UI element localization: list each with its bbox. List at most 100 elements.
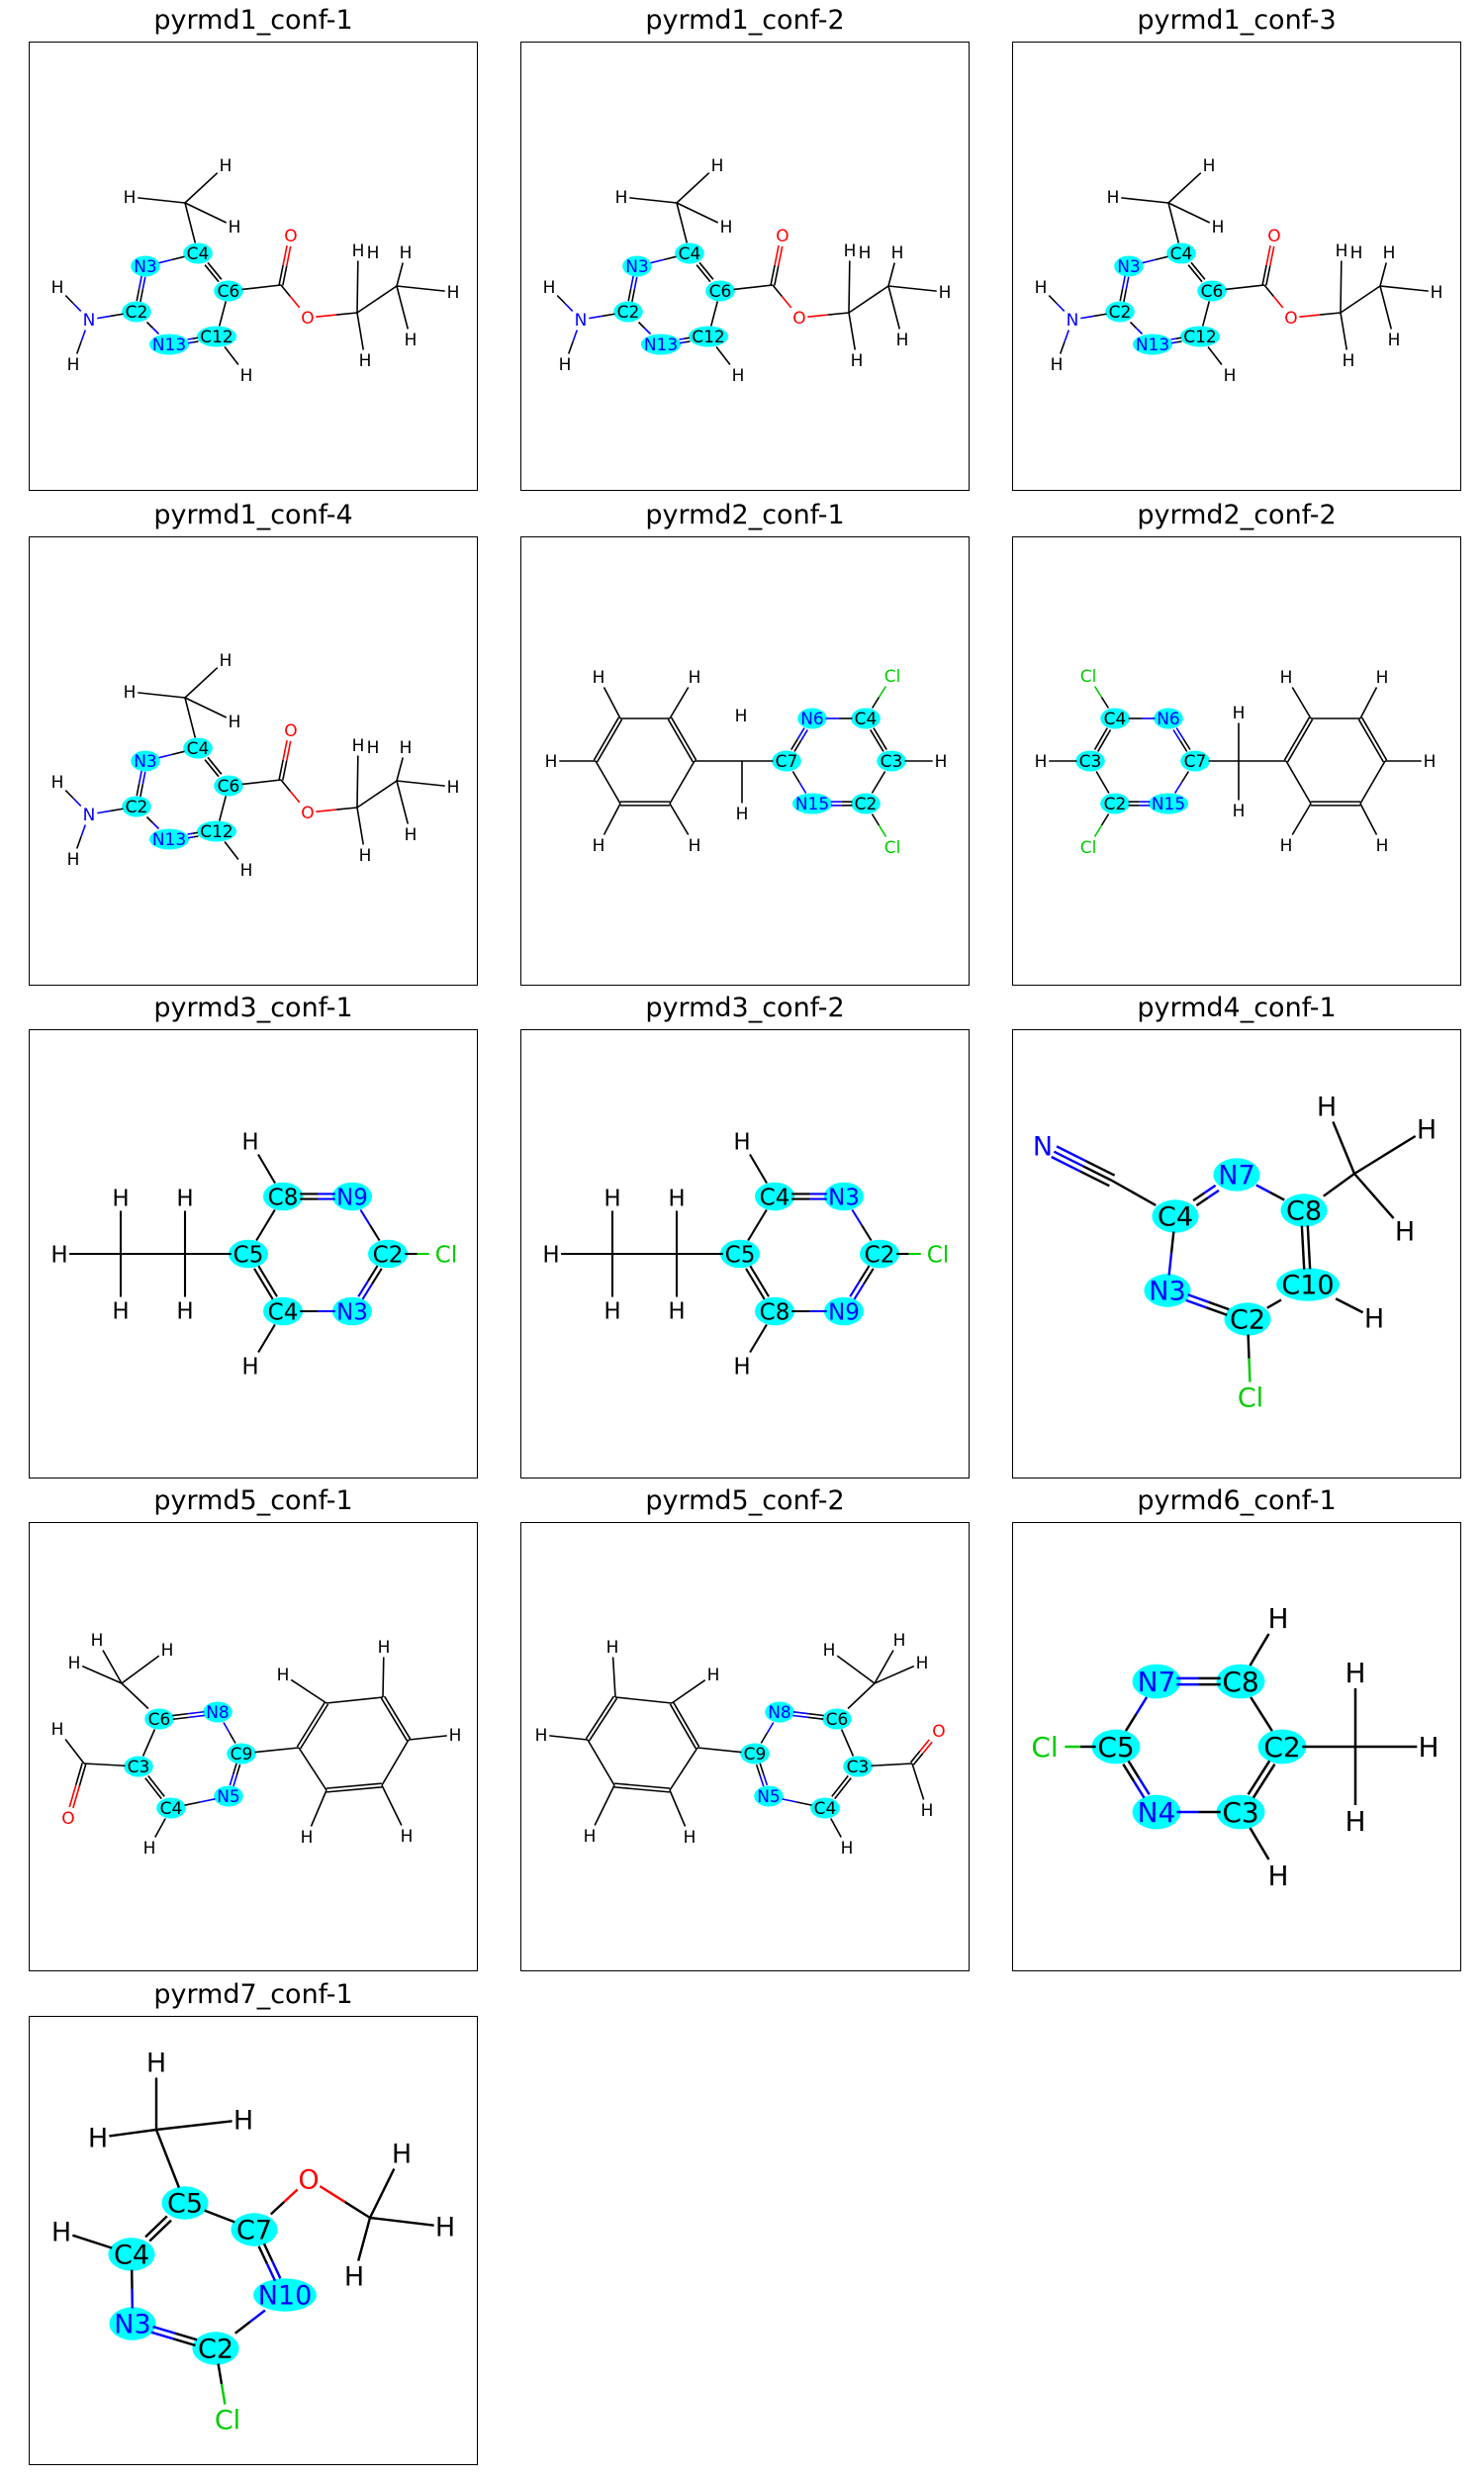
single-bond — [1094, 825, 1101, 837]
single-bond — [1131, 323, 1137, 329]
atom-label: N6 — [800, 710, 824, 729]
single-bond — [1250, 1359, 1251, 1383]
double-bond — [233, 1764, 236, 1774]
single-bond — [1121, 198, 1168, 203]
double-bond — [148, 1775, 165, 1796]
single-bond — [77, 342, 81, 354]
single-bond — [256, 1210, 275, 1241]
hydrogen-label: H — [1350, 243, 1363, 263]
atom-label: N — [83, 311, 96, 331]
atom-label: C4 — [114, 2241, 149, 2271]
single-bond — [629, 198, 677, 203]
atom-label: Cl — [215, 2406, 240, 2436]
atom-label: C3 — [847, 1758, 870, 1777]
hydrogen-label: H — [91, 1631, 104, 1651]
atom-label: O — [284, 227, 297, 246]
atom-label: C8 — [1222, 1666, 1258, 1698]
single-bond — [1226, 285, 1264, 289]
single-bond — [670, 1748, 697, 1790]
single-bond — [81, 331, 85, 342]
atom-label: C3 — [128, 1758, 150, 1777]
hydrogen-label: H — [392, 2140, 412, 2170]
hydrogen-label: H — [405, 331, 417, 350]
atom-label: C4 — [160, 1799, 183, 1819]
atom-label: C8 — [1286, 1196, 1322, 1227]
single-bond — [409, 1736, 447, 1740]
atom-label: O — [61, 1809, 74, 1829]
atom-label: C4 — [1158, 1202, 1193, 1233]
single-bond — [1168, 203, 1178, 243]
single-bond — [573, 331, 577, 342]
single-bond — [1057, 304, 1065, 312]
double-bond — [590, 1698, 617, 1741]
double-bond — [632, 289, 634, 302]
single-bond — [370, 2218, 434, 2226]
hydrogen-label: H — [146, 2049, 166, 2079]
double-bond — [775, 245, 779, 265]
atom-label: Cl — [1080, 667, 1097, 687]
hydrogen-label: H — [400, 243, 413, 263]
single-bond — [242, 780, 281, 784]
single-bond — [872, 1764, 912, 1765]
single-bond — [185, 173, 218, 203]
hydrogen-label: H — [720, 218, 733, 238]
hydrogen-label: H — [823, 1641, 836, 1661]
single-bond — [1102, 698, 1109, 709]
atom-label: C4 — [760, 1185, 790, 1210]
single-bond — [284, 2190, 297, 2202]
atom-label: Cl — [927, 1242, 949, 1268]
single-bond — [1270, 1193, 1284, 1200]
atom-label: C12 — [200, 328, 233, 347]
double-bond — [153, 2327, 175, 2334]
hydrogen-label: H — [447, 778, 460, 798]
single-bond — [792, 772, 799, 783]
double-bond — [279, 265, 283, 285]
hydrogen-label: H — [1280, 668, 1293, 688]
single-bond — [565, 304, 573, 312]
hydrogen-label: H — [736, 805, 749, 824]
atom-label: C7 — [776, 752, 798, 772]
double-bond — [779, 246, 783, 266]
single-bond — [783, 1799, 797, 1802]
single-bond — [849, 286, 888, 313]
single-bond — [84, 1764, 125, 1765]
atom-label: Cl — [884, 667, 901, 687]
atom-label: N9 — [828, 1299, 860, 1325]
hydrogen-label: H — [707, 1666, 720, 1685]
hydrogen-label: H — [921, 1801, 934, 1821]
panel-title: pyrmd5_conf-2 — [520, 1480, 970, 1522]
atom-label: N13 — [1136, 335, 1169, 355]
single-bond — [200, 1799, 215, 1802]
single-bond — [1182, 772, 1189, 783]
atom-label: C7 — [1184, 752, 1207, 772]
double-bond — [680, 338, 685, 339]
single-bond — [639, 323, 645, 329]
double-bond — [193, 836, 198, 837]
double-bond — [301, 1704, 328, 1749]
panel-title: pyrmd1_conf-1 — [29, 0, 478, 42]
atom-label: C2 — [1104, 795, 1127, 814]
hydrogen-label: H — [50, 1242, 67, 1268]
double-bond — [1193, 1193, 1204, 1201]
double-bond — [188, 837, 193, 838]
atom-label: N8 — [206, 1703, 230, 1723]
atom-label: C2 — [198, 2335, 233, 2365]
single-bond — [97, 811, 110, 812]
hydrogen-label: H — [1345, 1657, 1365, 1689]
atom-label: Cl — [435, 1242, 457, 1268]
single-bond — [849, 313, 855, 350]
hydrogen-label: H — [220, 651, 232, 671]
single-bond — [370, 1225, 380, 1241]
single-bond — [862, 1225, 872, 1241]
double-bond — [913, 1754, 922, 1765]
single-bond — [1143, 260, 1156, 263]
double-bond — [670, 1704, 696, 1749]
triple-bond — [1052, 1157, 1080, 1172]
